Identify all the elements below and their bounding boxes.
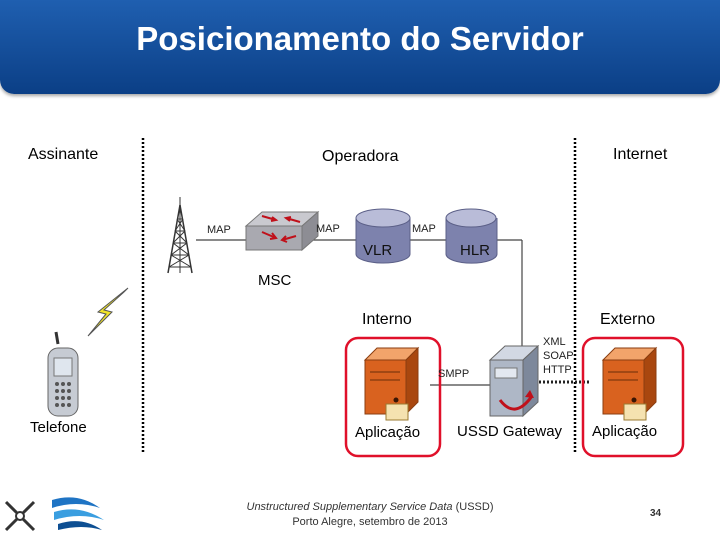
zone-externo-label: Externo <box>600 311 656 328</box>
external-app-highlight <box>581 336 685 458</box>
footer-line2: Porto Alegre, setembro de 2013 <box>292 516 448 528</box>
ussd-gateway-icon <box>488 344 540 418</box>
institute-logo-icon <box>52 497 104 530</box>
msc-label: MSC <box>258 272 292 289</box>
telefone-label: Telefone <box>30 419 87 436</box>
xml-label: XML <box>543 336 566 348</box>
ussd-gateway-label: USSD Gateway <box>457 423 563 440</box>
soap-label: SOAP <box>543 350 574 362</box>
antenna-icon <box>167 197 193 274</box>
hlr-database-icon <box>445 208 498 264</box>
footer-line1-italic: Unstructured Supplementary Service Data <box>246 501 453 513</box>
map-label-antenna: MAP <box>207 224 231 236</box>
slide-title: Posicionamento do Servidor <box>136 20 584 57</box>
internal-app-highlight <box>344 336 442 458</box>
vlr-database-icon <box>355 208 411 264</box>
map-label-msc: MAP <box>316 223 340 235</box>
page-number: 34 <box>650 508 662 519</box>
aplicacao-interna-label: Aplicação <box>355 424 421 441</box>
zone-interno-label: Interno <box>362 311 412 328</box>
zone-internet-label: Internet <box>613 146 668 163</box>
internal-server-icon <box>363 346 420 421</box>
footer-text: Unstructured Supplementary Service Data … <box>200 500 540 530</box>
aplicacao-externa-label: Aplicação <box>592 423 658 440</box>
lightning-icon <box>87 287 129 337</box>
http-label: HTTP <box>543 364 572 376</box>
zone-operadora-label: Operadora <box>322 148 399 165</box>
phone-icon <box>47 331 79 417</box>
vlr-label: VLR <box>363 242 393 259</box>
hlr-label: HLR <box>460 242 491 259</box>
msc-switch-icon <box>244 210 320 252</box>
smpp-label: SMPP <box>438 368 470 380</box>
zone-assinante-label: Assinante <box>28 146 99 163</box>
external-server-icon <box>601 346 658 421</box>
title-bar <box>0 0 720 94</box>
footer-line1-rest: (USSD) <box>452 501 494 513</box>
university-logo-icon <box>4 500 36 532</box>
map-label-vlr: MAP <box>412 223 436 235</box>
